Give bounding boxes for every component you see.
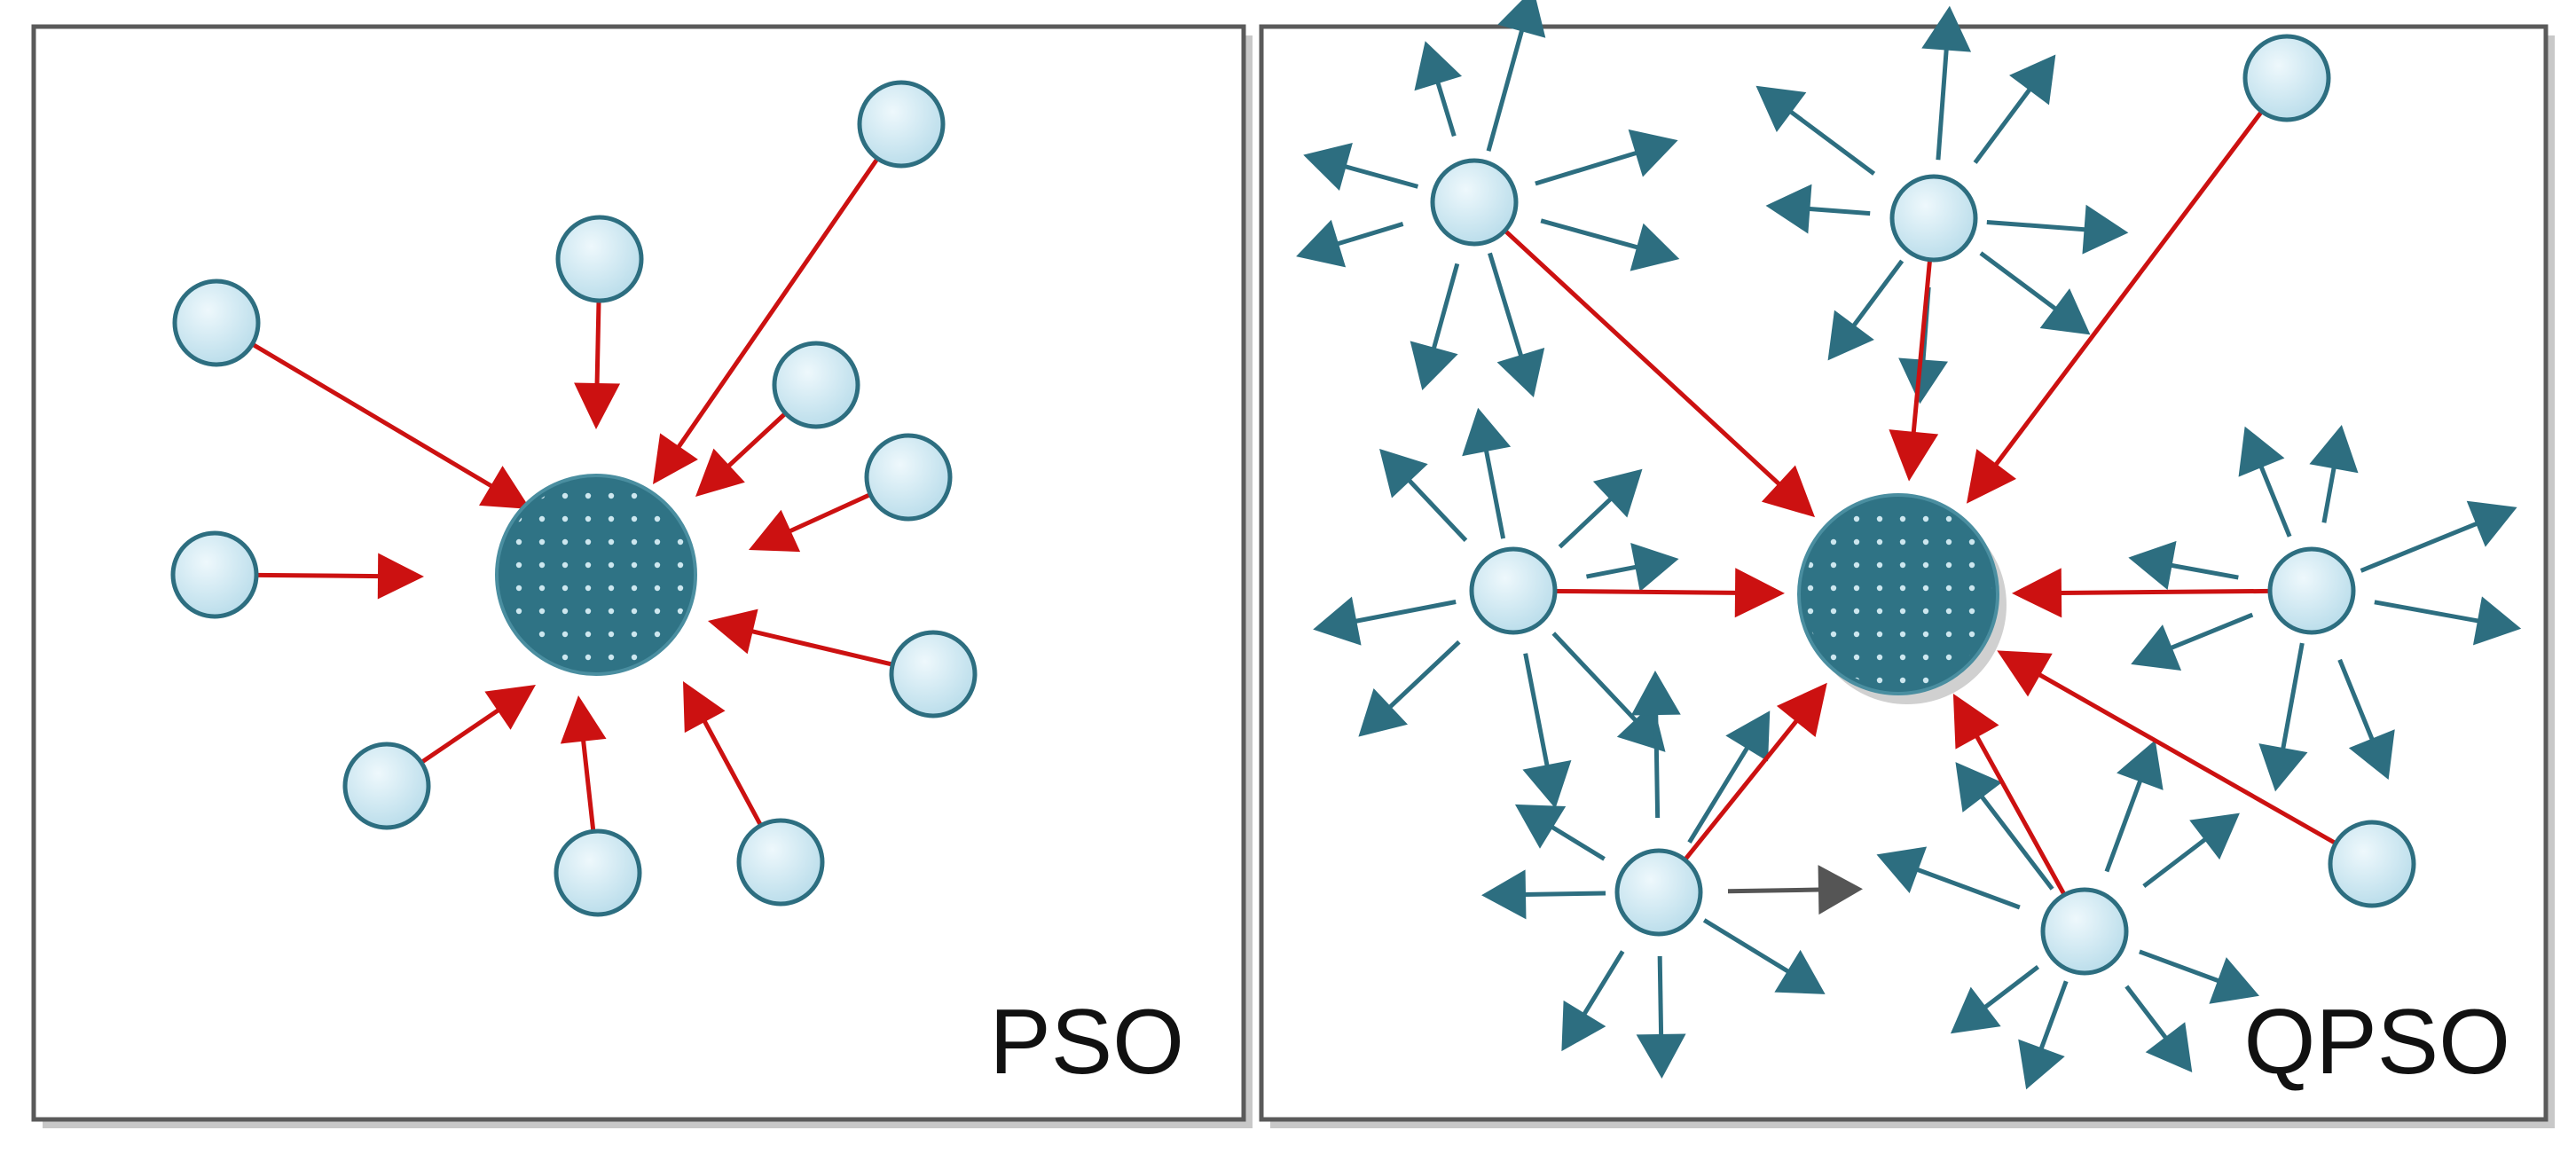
attraction-arrow: [1966, 110, 2264, 504]
particle: [2267, 546, 2356, 635]
pso-attraction-arrows: [252, 158, 892, 831]
attraction-arrow: [1555, 568, 1786, 618]
particle: [2242, 34, 2331, 122]
random-move-arrow: [1535, 129, 1678, 186]
particle: [554, 828, 642, 917]
random-move-arrow: [1921, 5, 1972, 161]
random-move-arrow: [1522, 653, 1572, 809]
attraction-arrow: [1889, 260, 1939, 482]
attraction-arrow: [256, 553, 424, 600]
random-move-arrow: [1462, 407, 1512, 539]
particle: [172, 279, 261, 367]
random-move-arrow: [1486, 0, 1546, 152]
random-move-arrow: [1410, 263, 1460, 391]
particle: [1469, 546, 1558, 635]
attraction-arrow: [653, 158, 879, 484]
qpso-global-best: [1797, 493, 2007, 704]
random-move-arrow: [2018, 980, 2069, 1090]
random-move-arrow: [1551, 632, 1666, 752]
random-move-arrow: [1313, 596, 1457, 646]
random-move-arrow: [2142, 813, 2240, 889]
random-move-arrow: [1765, 184, 1871, 234]
random-move-arrow: [2374, 596, 2522, 646]
random-move-arrow: [2124, 985, 2193, 1073]
random-move-arrow: [1540, 218, 1680, 271]
attraction-arrow: [252, 342, 530, 509]
particle: [1889, 174, 1978, 263]
random-move-arrow: [1303, 143, 1419, 191]
random-move-arrow: [2337, 658, 2395, 781]
attraction-arrow: [2011, 568, 2270, 618]
attraction-arrow: [683, 681, 763, 826]
attraction-arrow: [708, 608, 892, 667]
attraction-arrow: [560, 695, 607, 831]
random-move-arrow: [1586, 542, 1679, 592]
particle: [555, 215, 644, 303]
random-move-arrow: [2131, 612, 2254, 671]
attraction-arrow: [1952, 694, 2066, 896]
particle: [772, 341, 860, 429]
attraction-arrow: [1997, 650, 2336, 845]
qpso-random-arrows: [1296, 0, 2522, 1090]
random-move-arrow: [1986, 204, 2129, 255]
random-move-arrow: [1727, 865, 1863, 915]
pso-global-best: [495, 474, 697, 676]
random-move-arrow: [1358, 640, 1461, 737]
global-best-particle: [1797, 493, 2007, 704]
random-move-arrow: [1414, 41, 1463, 137]
attraction-arrow: [695, 412, 787, 497]
random-move-arrow: [1973, 54, 2056, 164]
particle: [170, 530, 259, 619]
pso-panel: PSO: [31, 24, 1246, 1122]
qpso-particles: [1430, 34, 2416, 976]
attraction-arrow: [749, 492, 871, 553]
attraction-arrow: [574, 301, 621, 429]
random-move-arrow: [1687, 710, 1771, 844]
random-move-arrow: [1702, 918, 1826, 994]
random-move-arrow: [1979, 251, 2091, 335]
random-move-arrow: [2360, 500, 2517, 573]
random-move-arrow: [1876, 846, 2021, 910]
random-move-arrow: [1950, 965, 2040, 1034]
particle: [857, 80, 946, 169]
random-move-arrow: [2104, 740, 2164, 873]
pso-particles: [170, 80, 978, 917]
particle: [2328, 820, 2416, 908]
attraction-arrow: [1684, 682, 1827, 861]
random-move-arrow: [1558, 468, 1643, 549]
qpso-attraction-arrows: [1504, 110, 2336, 896]
random-move-arrow: [1955, 762, 2054, 891]
attraction-arrow: [420, 685, 536, 765]
particle: [1614, 848, 1703, 937]
qpso-panel: QPSO: [1259, 0, 2549, 1122]
random-move-arrow: [2238, 426, 2292, 538]
pso-label: PSO: [989, 991, 1184, 1094]
random-move-arrow: [2128, 540, 2239, 591]
qpso-label: QPSO: [2243, 991, 2510, 1094]
random-move-arrow: [1561, 950, 1625, 1052]
random-move-arrow: [1827, 259, 1905, 361]
random-move-arrow: [1755, 85, 1876, 176]
random-move-arrow: [2139, 949, 2259, 1004]
random-move-arrow: [2309, 425, 2359, 523]
random-move-arrow: [2258, 642, 2308, 792]
particle: [889, 630, 978, 718]
attraction-arrow: [1504, 229, 1816, 518]
particle: [342, 742, 431, 830]
particle: [2040, 887, 2129, 976]
random-move-arrow: [1296, 219, 1404, 268]
random-move-arrow: [1481, 869, 1606, 920]
random-move-arrow: [1630, 671, 1681, 819]
random-move-arrow: [1636, 955, 1686, 1079]
random-move-arrow: [1488, 252, 1545, 398]
particle: [864, 433, 953, 522]
particle: [1430, 158, 1519, 247]
global-best-particle: [495, 474, 697, 676]
random-move-arrow: [1514, 804, 1606, 861]
random-move-arrow: [1379, 448, 1468, 542]
particle: [736, 818, 825, 907]
